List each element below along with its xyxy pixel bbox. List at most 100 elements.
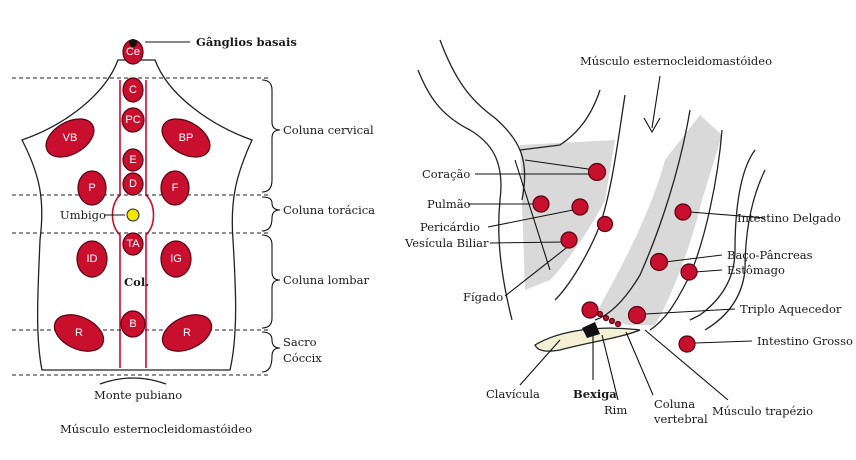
svg-text:TA: TA xyxy=(126,238,140,250)
svg-text:R: R xyxy=(183,327,191,339)
leader-line xyxy=(625,331,654,396)
neck-outline xyxy=(417,69,513,321)
acupoint-dot xyxy=(674,203,692,221)
organ-oval: R xyxy=(53,314,105,352)
svg-text:F: F xyxy=(172,182,179,194)
region-label: Coluna cervical xyxy=(283,123,374,137)
svg-text:PC: PC xyxy=(125,114,140,126)
svg-text:P: P xyxy=(88,182,95,194)
back-outline xyxy=(689,149,756,321)
monte-label: Monte pubiano xyxy=(94,388,182,402)
spine-point: D xyxy=(122,172,144,196)
leader-line xyxy=(519,339,561,386)
svg-text:VB: VB xyxy=(63,132,78,144)
organ-oval: F xyxy=(160,170,190,206)
pubic-arc xyxy=(99,377,167,385)
region-label: Coluna torácica xyxy=(283,203,375,217)
umbigo-point xyxy=(126,208,140,222)
muscle-band-right xyxy=(595,115,722,325)
right-neck-diagram: Músculo esternocleidomastóideo Coração P… xyxy=(404,39,853,426)
svg-text:C: C xyxy=(129,84,137,96)
label-musculo-trapezio: Músculo trapézio xyxy=(712,404,813,418)
organ-oval: ID xyxy=(76,240,108,278)
umbigo-label: Umbigo xyxy=(60,208,106,222)
left-caption: Músculo esternocleidomastóideo xyxy=(60,422,252,436)
bexiga-marker xyxy=(582,322,600,338)
label-bexiga: Bexiga xyxy=(573,387,617,401)
svg-text:BP: BP xyxy=(179,132,194,144)
leader-line xyxy=(644,329,729,401)
region-label: Cóccix xyxy=(283,351,322,365)
acupoint-dot xyxy=(649,252,669,272)
acupoint-dot xyxy=(678,335,696,353)
acupoint-dot xyxy=(587,162,607,182)
leader-line xyxy=(694,340,753,344)
label-coluna: Coluna xyxy=(654,397,695,411)
svg-text:B: B xyxy=(129,318,136,330)
back-outline-2 xyxy=(704,169,766,331)
label-estomago: Estômago xyxy=(727,263,785,277)
label-rim: Rim xyxy=(604,403,627,417)
neck-inner-1 xyxy=(439,39,526,201)
svg-text:R: R xyxy=(75,327,83,339)
spine-point: TA xyxy=(122,232,144,256)
acupoint-dot xyxy=(680,263,698,281)
svg-text:IG: IG xyxy=(170,253,182,265)
label-triplo-aquecedor: Triplo Aquecedor xyxy=(740,302,842,316)
torso-outline xyxy=(21,59,253,371)
organ-oval: R xyxy=(161,314,213,352)
right-top-label: Músculo esternocleidomastóideo xyxy=(580,54,772,68)
label-figado: Fígado xyxy=(463,290,503,304)
acupoint-dot xyxy=(596,215,614,233)
spine-point: B xyxy=(120,310,146,338)
region-label: Sacro xyxy=(283,335,317,349)
label-intestino-grosso: Intestino Grosso xyxy=(757,334,853,348)
spine-point: PC xyxy=(121,107,145,133)
label-vertebral: vertebral xyxy=(653,412,708,426)
spine-point: E xyxy=(122,148,144,172)
leader-line xyxy=(524,159,596,171)
col-label: Col. xyxy=(124,275,149,289)
acupoint-dot xyxy=(560,231,578,249)
svg-text:E: E xyxy=(129,154,136,166)
leader-line xyxy=(489,241,564,244)
clavicle-shape xyxy=(534,327,641,352)
leader-line xyxy=(689,211,766,219)
leader-line xyxy=(644,308,736,315)
label-coracao: Coração xyxy=(422,167,470,181)
leader-line xyxy=(664,254,723,263)
spine-point: C xyxy=(122,77,144,103)
head-point-label: Ce xyxy=(126,46,140,58)
brace-lombar xyxy=(261,234,281,329)
acupoint-dot xyxy=(571,198,589,216)
acupoint-dot xyxy=(627,305,647,325)
leader-line xyxy=(694,269,723,273)
leader-line xyxy=(514,159,551,271)
head-point-cap xyxy=(129,39,137,47)
neck-inner-2 xyxy=(519,89,601,151)
label-clavicula: Clavícula xyxy=(486,387,540,401)
label-pulmao: Pulmão xyxy=(427,197,471,211)
organ-oval: VB xyxy=(45,118,95,158)
left-body-diagram: Ce Gânglios basais C PC E D Umbigo TA Co xyxy=(12,35,375,436)
muscle-band-left xyxy=(520,140,615,290)
arrow-icon xyxy=(643,117,661,134)
label-baco-pancreas: Baço-Pâncreas xyxy=(727,248,813,262)
leader-line xyxy=(487,209,574,228)
organ-oval: IG xyxy=(160,240,192,278)
brace-cervical xyxy=(261,79,281,193)
label-vesicula: Vesícula Biliar xyxy=(404,236,489,250)
acupoint-dot xyxy=(581,301,599,319)
small-dot-chain xyxy=(596,310,622,328)
leader-line xyxy=(601,334,619,401)
svg-text:D: D xyxy=(129,178,137,190)
leader-line xyxy=(651,75,661,129)
label-intestino-delgado: Intestino Delgado xyxy=(737,211,841,225)
ganglios-label: Gânglios basais xyxy=(196,35,297,49)
svg-text:ID: ID xyxy=(87,253,98,265)
organ-oval: BP xyxy=(161,118,211,158)
organ-oval: P xyxy=(77,170,107,206)
brace-sacro xyxy=(261,331,281,373)
acupoint-dot xyxy=(532,195,550,213)
